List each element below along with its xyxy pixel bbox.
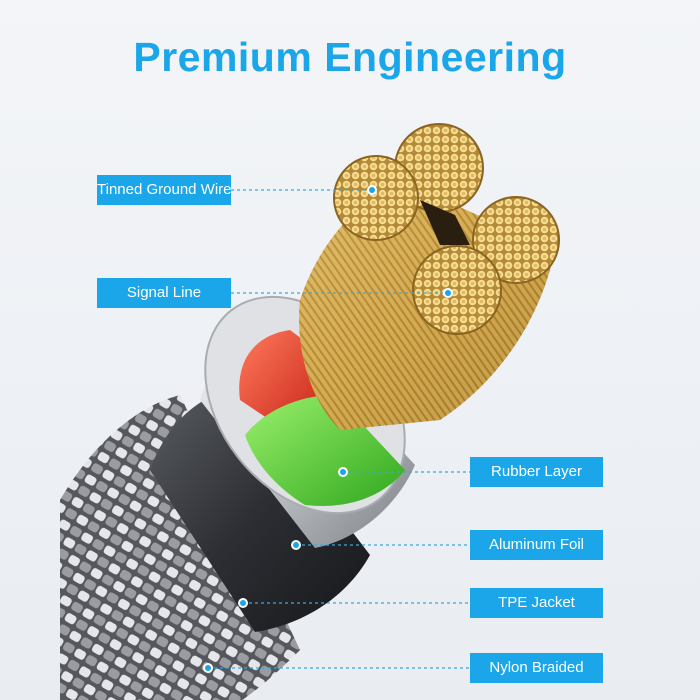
- page-title: Premium Engineering: [133, 34, 567, 80]
- label-aluminum-foil: Aluminum Foil: [470, 530, 603, 560]
- nylon-braided-sleeve: [60, 395, 300, 700]
- label-nylon-braided: Nylon Braided: [470, 653, 603, 683]
- label-tpe-jacket: TPE Jacket: [470, 588, 603, 618]
- marker-dot-tpe-jacket: [238, 598, 248, 608]
- strand-end-faces: [333, 123, 560, 335]
- marker-dot-nylon-braided: [203, 663, 213, 673]
- marker-dot-rubber-layer: [338, 467, 348, 477]
- marker-dot-signal-line: [443, 288, 453, 298]
- tpe-jacket: [150, 385, 370, 632]
- marker-dot-tinned-ground-wire: [367, 185, 377, 195]
- label-signal-line: Signal Line: [97, 278, 231, 308]
- label-rubber-layer: Rubber Layer: [470, 457, 603, 487]
- marker-dot-aluminum-foil: [291, 540, 301, 550]
- label-tinned-ground-wire: Tinned Ground Wire: [97, 175, 232, 205]
